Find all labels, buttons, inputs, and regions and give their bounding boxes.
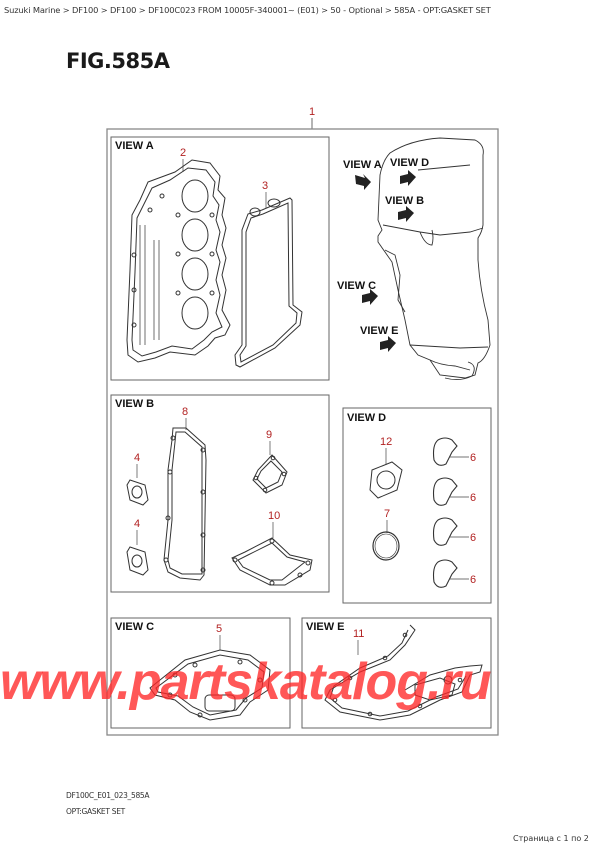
cylinder-head-gasket[interactable] xyxy=(126,159,231,363)
gasket-set-frame xyxy=(106,128,499,736)
callout-1[interactable]: 1 xyxy=(309,106,315,118)
breadcrumb: Suzuki Marine > DF100 > DF100 > DF100C02… xyxy=(4,5,491,15)
motor-label-view-d: VIEW D xyxy=(390,157,429,169)
motor-label-view-a: VIEW A xyxy=(343,159,382,171)
view-c-panel: VIEW C 5 xyxy=(110,617,291,729)
view-d-panel: VIEW D 12 7 6 6 6 6 xyxy=(342,407,492,604)
callout-5[interactable]: 5 xyxy=(216,623,222,635)
callout-6d[interactable]: 6 xyxy=(470,574,476,586)
callout-6c[interactable]: 6 xyxy=(470,532,476,544)
view-e-panel: VIEW E 11 xyxy=(301,617,492,729)
plate-gasket-9[interactable] xyxy=(252,454,288,494)
callout-6b[interactable]: 6 xyxy=(470,492,476,504)
callout-8[interactable]: 8 xyxy=(182,406,188,418)
exhaust-gasket-4a[interactable] xyxy=(126,479,149,506)
view-b-panel: VIEW B 8 9 4 4 10 xyxy=(110,394,330,593)
view-a-arrow-icon xyxy=(355,174,371,190)
o-ring-gasket-7[interactable] xyxy=(372,531,400,561)
callout-10[interactable]: 10 xyxy=(268,510,280,522)
callout-11[interactable]: 11 xyxy=(353,628,364,640)
view-c-arrow-icon xyxy=(362,289,378,305)
callout-12[interactable]: 12 xyxy=(380,436,392,448)
view-a-label: VIEW A xyxy=(115,140,154,152)
callout-4a[interactable]: 4 xyxy=(134,452,140,464)
motor-label-view-e: VIEW E xyxy=(360,325,399,337)
intake-gaskets-6[interactable] xyxy=(432,437,458,588)
cylinder-cover-gasket[interactable] xyxy=(163,427,207,581)
view-a-panel: VIEW A 2 3 xyxy=(110,136,330,381)
head-cover-gasket[interactable] xyxy=(234,197,303,368)
callout-6a[interactable]: 6 xyxy=(470,452,476,464)
figure-title: FIG.585A xyxy=(66,49,170,73)
callout-7[interactable]: 7 xyxy=(384,508,390,520)
view-d-label: VIEW D xyxy=(347,412,386,424)
motor-label-view-c: VIEW C xyxy=(337,280,376,292)
callout-3[interactable]: 3 xyxy=(262,180,268,192)
throttle-body-gasket[interactable] xyxy=(369,461,403,499)
view-e-arrow-icon xyxy=(380,336,396,352)
diagram-name: OPT:GASKET SET xyxy=(66,807,125,816)
view-c-label: VIEW C xyxy=(115,621,154,633)
plate-gasket-10[interactable] xyxy=(231,537,313,586)
diagram-code: DF100C_E01_023_585A xyxy=(66,791,150,800)
callout-9[interactable]: 9 xyxy=(266,429,272,441)
callout-2[interactable]: 2 xyxy=(180,147,186,159)
outboard-motor-illustration xyxy=(377,137,491,381)
motor-view-indicators: VIEW A VIEW D VIEW B VIEW C VIEW E xyxy=(337,157,429,352)
view-b-arrow-icon xyxy=(398,206,414,222)
view-b-label: VIEW B xyxy=(115,398,154,410)
motor-label-view-b: VIEW B xyxy=(385,195,424,207)
case-cover-gasket[interactable] xyxy=(324,624,483,721)
oil-pan-gasket[interactable] xyxy=(149,649,271,721)
view-d-arrow-icon xyxy=(400,170,416,186)
view-e-label: VIEW E xyxy=(306,621,345,633)
callout-4b[interactable]: 4 xyxy=(134,518,140,530)
page-indicator: Страница с 1 по 2 xyxy=(513,834,589,843)
exhaust-gasket-4b[interactable] xyxy=(126,546,149,576)
